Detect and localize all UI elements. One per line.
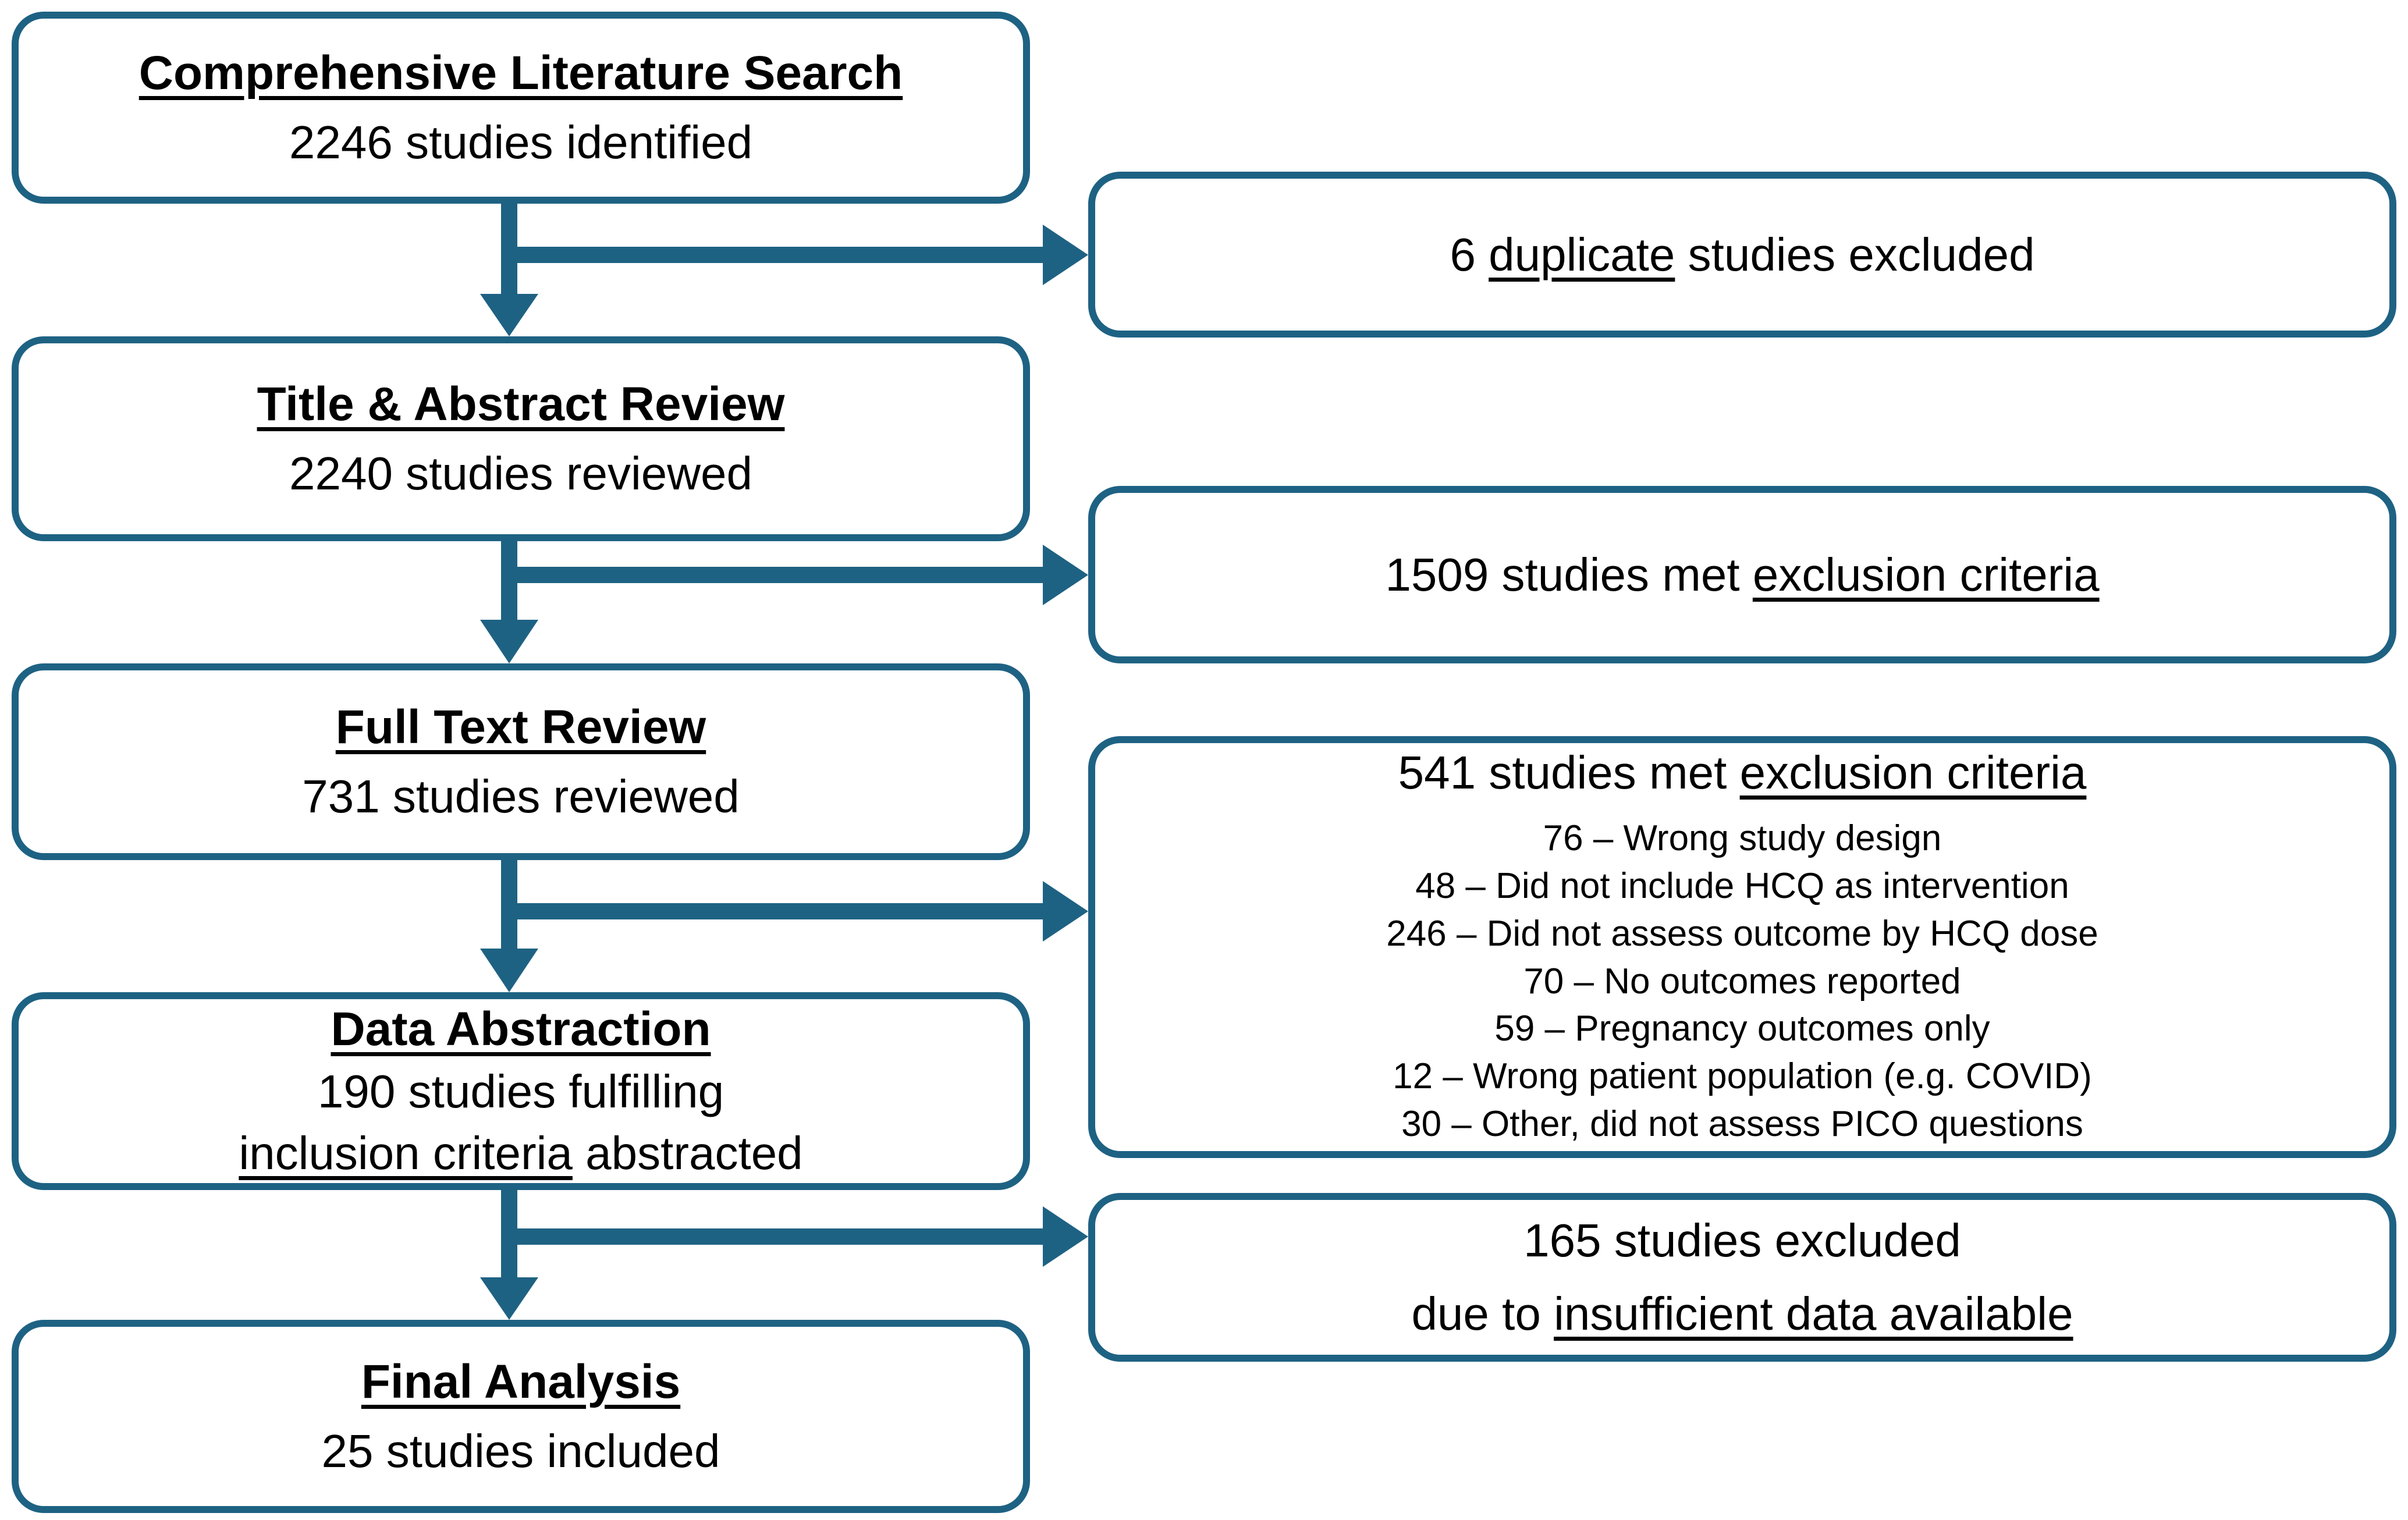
exclusion-reason: 48 – Did not include HCQ as intervention xyxy=(1415,865,2069,906)
underlined-phrase: exclusion criteria xyxy=(1739,747,2087,799)
step-heading: Comprehensive Literature Search xyxy=(138,46,903,100)
arrow-shaft xyxy=(501,567,1043,583)
exclusion-reason: 30 – Other, did not assess PICO question… xyxy=(1401,1104,2083,1145)
step-heading: Title & Abstract Review xyxy=(257,377,785,431)
exclusion-text: 6 duplicate studies excluded xyxy=(1450,228,2034,282)
exclusion-text-line1: 165 studies excluded xyxy=(1523,1214,1961,1266)
underlined-phrase: inclusion criteria xyxy=(239,1127,573,1180)
arrow-shaft xyxy=(501,903,1043,919)
exclusion-reason: 76 – Wrong study design xyxy=(1543,818,1942,859)
step-count: 2240 studies reviewed xyxy=(289,448,753,500)
step-heading: Data Abstraction xyxy=(331,1002,711,1056)
arrow-right-head xyxy=(1043,881,1088,942)
text-pre: 6 xyxy=(1450,228,1489,280)
box-title-abstract-exclusions: 1509 studies met exclusion criteria xyxy=(1088,486,2396,663)
box-full-text-exclusions: 541 studies met exclusion criteria 76 – … xyxy=(1088,736,2396,1158)
underlined-phrase: duplicate xyxy=(1489,228,1675,280)
underlined-phrase: insufficient data available xyxy=(1554,1288,2073,1340)
arrow-down-head xyxy=(480,949,538,992)
text-pre: 541 studies met xyxy=(1398,747,1740,799)
step-count: 25 studies included xyxy=(321,1425,720,1478)
arrow-to-insufficient-data-excluded xyxy=(501,1206,1088,1267)
box-title-abstract-review: Title & Abstract Review 2240 studies rev… xyxy=(12,336,1030,541)
arrow-data-abstraction-to-final xyxy=(480,1189,538,1320)
exclusion-reason: 59 – Pregnancy outcomes only xyxy=(1494,1008,1990,1049)
box-full-text-review: Full Text Review 731 studies reviewed xyxy=(12,663,1030,860)
arrow-right-head xyxy=(1043,1206,1088,1267)
box-duplicates-excluded: 6 duplicate studies excluded xyxy=(1088,172,2396,338)
box-data-abstraction: Data Abstraction 190 studies fulfilling … xyxy=(12,992,1030,1190)
exclusion-text-line2: due to insufficient data available xyxy=(1411,1287,2073,1341)
box-insufficient-data-excluded: 165 studies excluded due to insufficient… xyxy=(1088,1193,2396,1362)
arrow-right-head xyxy=(1043,225,1088,285)
text-pre: due to xyxy=(1411,1288,1554,1340)
exclusion-text: 1509 studies met exclusion criteria xyxy=(1385,548,2099,602)
underlined-phrase: exclusion criteria xyxy=(1752,548,2100,601)
arrow-to-full-text-exclusions xyxy=(501,881,1088,942)
step-count: 2246 studies identified xyxy=(289,116,753,169)
arrow-down-head xyxy=(480,294,538,336)
arrow-down-head xyxy=(480,620,538,663)
exclusion-reason: 246 – Did not assess outcome by HCQ dose xyxy=(1386,913,2098,954)
step-count-line1: 190 studies fulfilling xyxy=(317,1066,724,1118)
box-comprehensive-literature-search: Comprehensive Literature Search 2246 stu… xyxy=(12,12,1030,204)
arrow-to-duplicates-excluded xyxy=(501,225,1088,285)
exclusion-heading: 541 studies met exclusion criteria xyxy=(1398,746,2087,800)
step-heading: Full Text Review xyxy=(335,700,706,754)
arrow-search-to-title-abstract xyxy=(480,201,538,336)
text-post: studies excluded xyxy=(1675,228,2035,280)
text-pre: 1509 studies met xyxy=(1385,548,1753,601)
arrow-full-text-to-data-abstraction xyxy=(480,859,538,992)
arrow-shaft xyxy=(501,1228,1043,1245)
arrow-down-head xyxy=(480,1277,538,1320)
step-heading: Final Analysis xyxy=(361,1355,681,1408)
step-count: 731 studies reviewed xyxy=(302,770,740,823)
exclusion-reason: 70 – No outcomes reported xyxy=(1523,961,1961,1002)
arrow-shaft xyxy=(501,247,1043,263)
exclusion-reason: 12 – Wrong patient population (e.g. COVI… xyxy=(1393,1056,2092,1097)
arrow-to-title-abstract-exclusions xyxy=(501,545,1088,605)
step-count-line2: inclusion criteria abstracted xyxy=(239,1127,802,1180)
box-final-analysis: Final Analysis 25 studies included xyxy=(12,1320,1030,1513)
arrow-title-abstract-to-full-text xyxy=(480,540,538,663)
phrase-rest: abstracted xyxy=(572,1127,803,1180)
arrow-right-head xyxy=(1043,545,1088,605)
